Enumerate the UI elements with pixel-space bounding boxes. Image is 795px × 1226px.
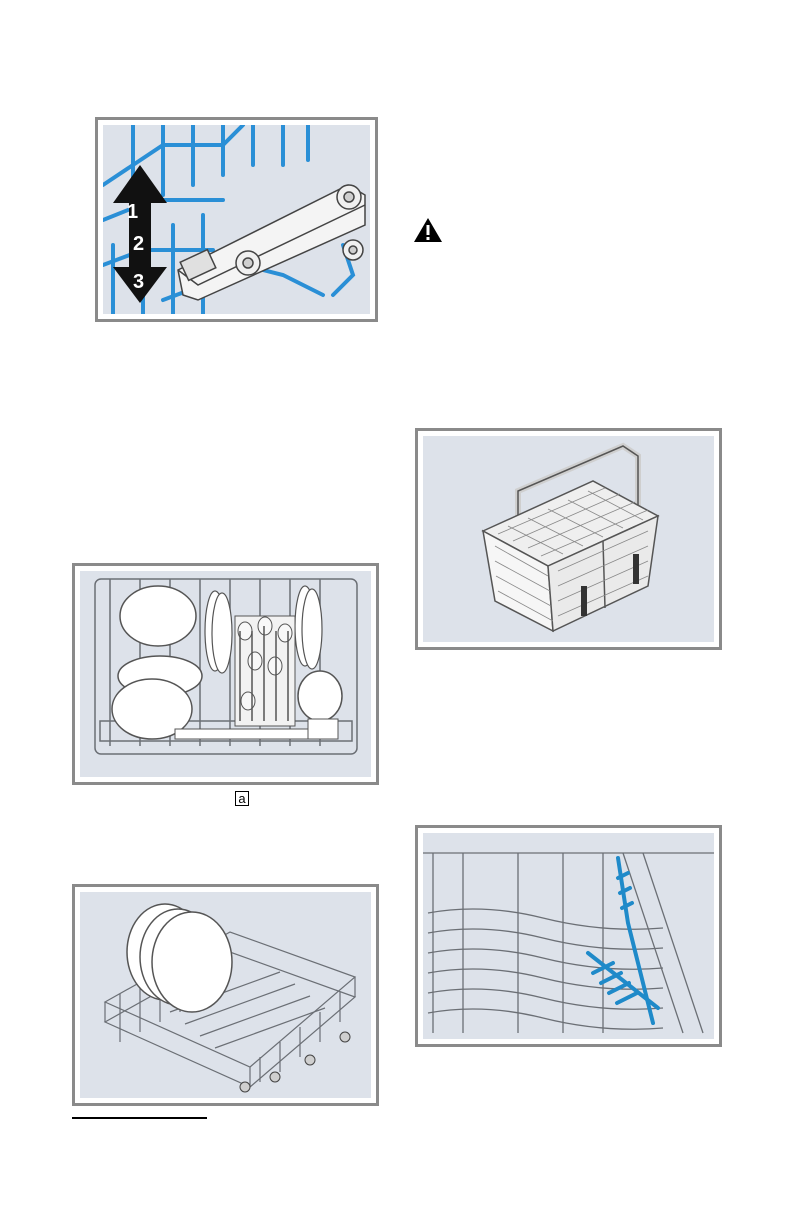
figure-label-a: a (235, 791, 249, 806)
foldable-tines-figure (415, 825, 722, 1047)
footnote-rule (72, 1117, 207, 1119)
warning-triangle-icon (413, 217, 443, 243)
position-label-2: 2 (133, 233, 144, 256)
rack-height-adjustment-figure: 1 2 3 (95, 117, 378, 322)
lower-rack-loaded-figure (72, 563, 379, 785)
position-label-1: 1 (127, 201, 138, 224)
lower-rack-plates-figure (72, 884, 379, 1106)
position-label-3: 3 (133, 271, 144, 294)
cutlery-basket-figure (415, 428, 722, 650)
